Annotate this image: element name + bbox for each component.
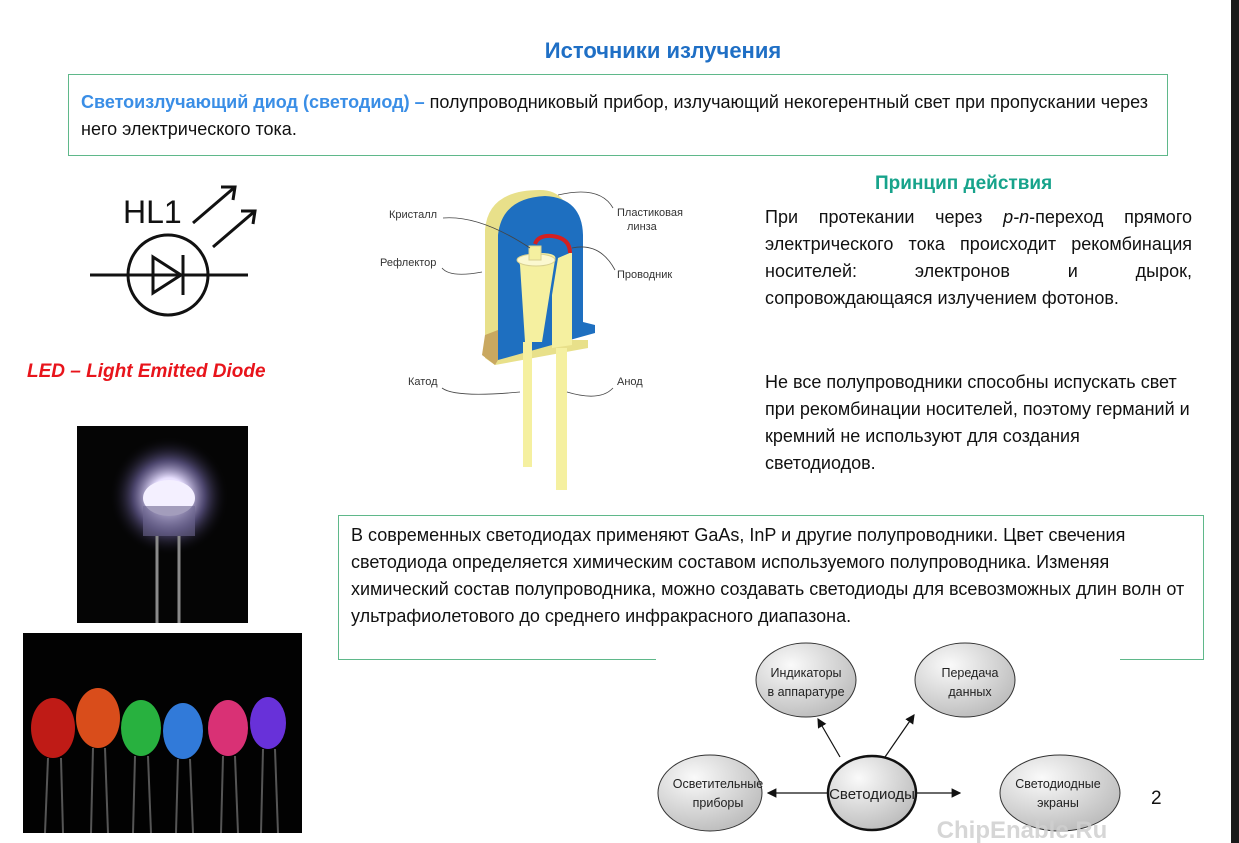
led-schematic-symbol: HL1: [90, 185, 257, 317]
node-data-label: данных: [948, 685, 992, 699]
principle-paragraph-1: При протекании через p-n-переход прямого…: [765, 204, 1192, 312]
node-indicators-label: Индикаторы: [770, 666, 841, 680]
p1-text-b: -переход прямого электрического тока про…: [765, 207, 1192, 308]
node-lighting-label: Осветительные: [673, 777, 764, 791]
label-crystal: Кристалл: [389, 209, 437, 221]
white-led-photo: [77, 426, 248, 623]
materials-box-border: [1120, 659, 1203, 660]
structure-labels: Кристалл Пластиковая линза Рефлектор Про…: [380, 207, 683, 388]
led-abbreviation: LED – Light Emitted Diode: [27, 361, 266, 382]
label-lens-2: линза: [627, 221, 658, 233]
node-screens: [999, 754, 1121, 832]
label-conductor: Проводник: [617, 269, 672, 281]
applications-diagram: Индикаторы в аппаратуре Передача данных …: [657, 642, 1121, 843]
label-anode: Анод: [617, 376, 643, 388]
materials-text: В современных светодиодах применяют GaAs…: [351, 525, 1185, 626]
node-screens-label: экраны: [1037, 796, 1079, 810]
watermark: ChipEnable.Ru: [937, 817, 1108, 843]
window-edge: [1231, 0, 1239, 843]
page-number: 2: [1151, 788, 1162, 809]
node-indicators: [755, 642, 857, 718]
label-cathode: Катод: [408, 376, 438, 388]
definition-box: [68, 74, 1168, 156]
led-structure-diagram: Кристалл Пластиковая линза Рефлектор Про…: [380, 190, 683, 490]
slide-title: Источники излучения: [544, 38, 782, 63]
principle-title: Принцип действия: [875, 173, 1053, 194]
p1-text-a: При протекании через: [765, 207, 1004, 227]
node-center: [826, 754, 918, 832]
materials-box: [338, 515, 1204, 660]
label-reflector: Рефлектор: [380, 257, 436, 269]
principle-paragraph-2: Не все полупроводники способны испускать…: [765, 372, 1190, 473]
definition-body: полупроводниковый прибор, излучающий нек…: [81, 92, 1149, 139]
node-data: [914, 642, 1016, 718]
definition-text: Светоизлучающий диод (светодиод) – полуп…: [81, 89, 1161, 143]
definition-term: Светоизлучающий диод (светодиод) –: [81, 92, 425, 112]
materials-box-border: [338, 659, 656, 660]
node-lighting-label: приборы: [693, 796, 744, 810]
node-center-label: Светодиоды: [829, 786, 915, 803]
colored-leds-photo: [23, 633, 302, 833]
node-data-label: Передача: [941, 666, 998, 680]
node-screens-label: Светодиодные: [1015, 777, 1100, 791]
node-indicators-label: в аппаратуре: [767, 685, 844, 699]
p1-pn: p-n: [1003, 207, 1030, 227]
label-lens-1: Пластиковая: [617, 207, 683, 219]
light-emission-arrows-icon: [192, 185, 257, 249]
node-lighting: [657, 754, 763, 832]
symbol-label: HL1: [123, 194, 182, 230]
